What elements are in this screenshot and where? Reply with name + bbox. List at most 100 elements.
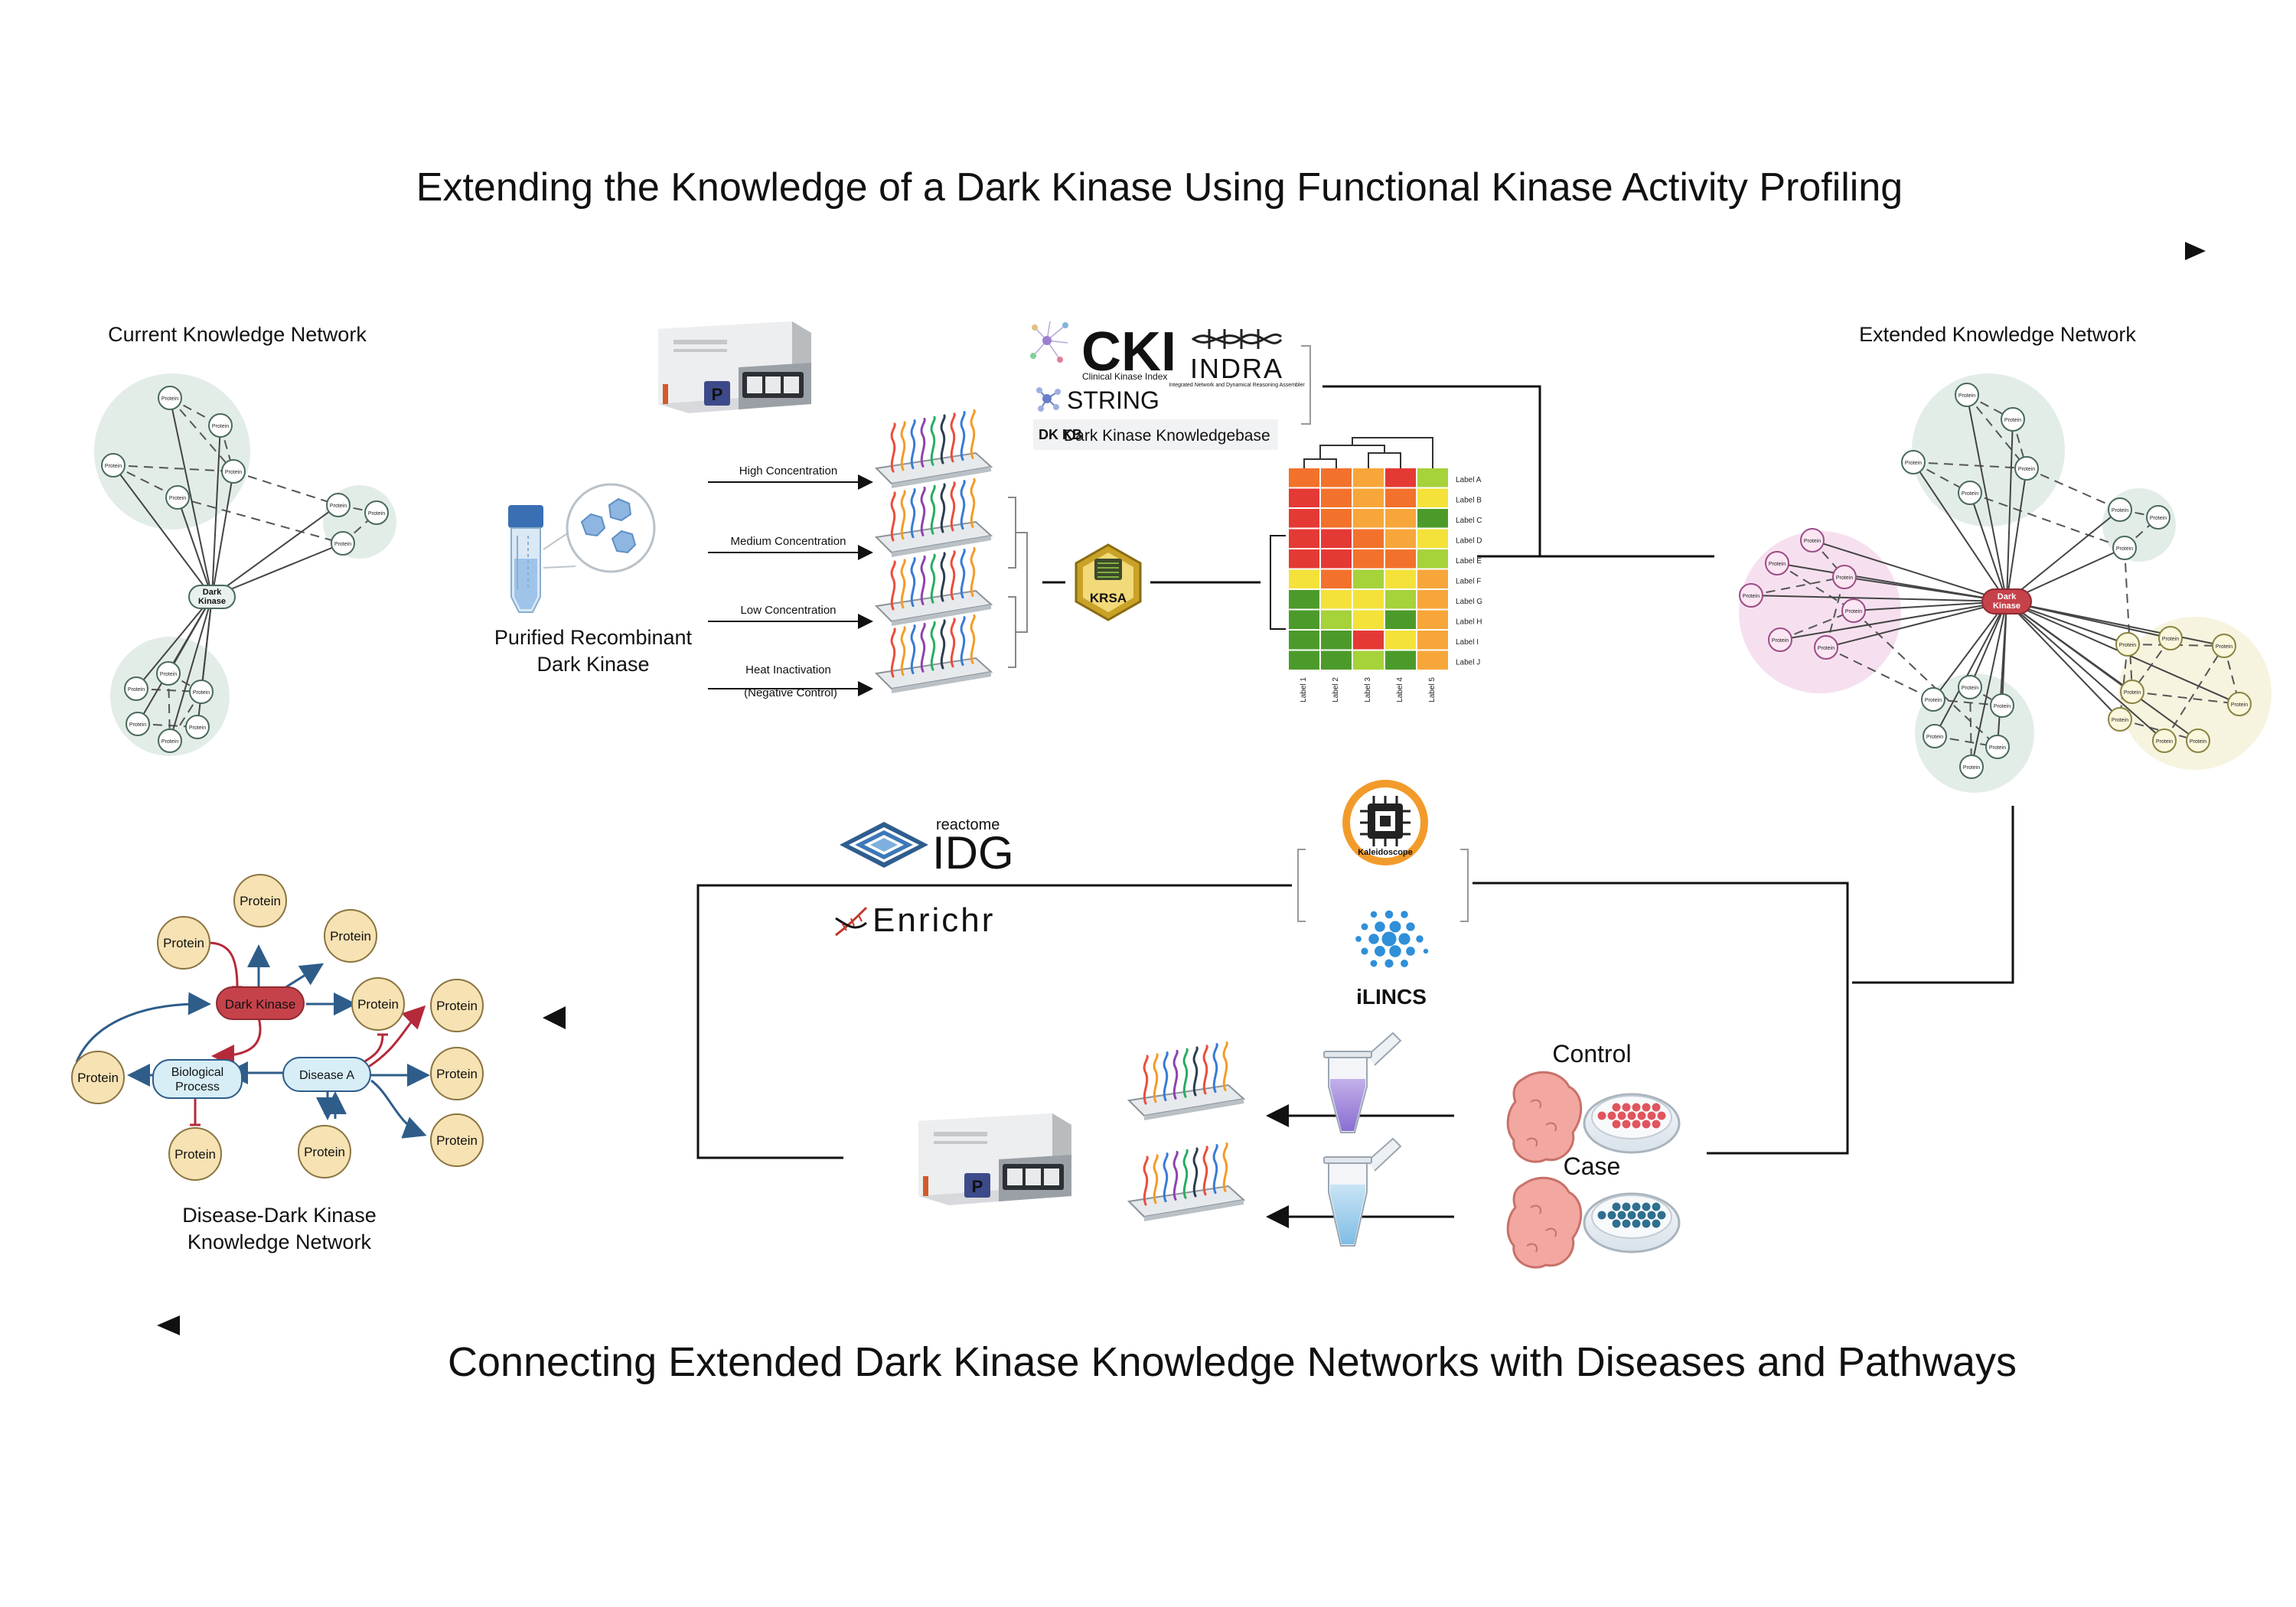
protein-node <box>221 459 246 484</box>
protein-node-label: Protein <box>193 690 210 696</box>
cell <box>1626 1110 1637 1121</box>
peptide-strand <box>1153 1154 1159 1204</box>
network-dashed-edge <box>2131 691 2240 705</box>
cell <box>1621 1119 1632 1129</box>
cell <box>1611 1119 1622 1129</box>
ilincs-logo: iLINCS <box>1355 910 1429 1009</box>
protein-node-label: Protein <box>160 672 177 677</box>
heatmap-cell <box>1321 631 1352 650</box>
network-dashed-edge <box>1969 686 1972 768</box>
network-edge <box>1853 601 2007 611</box>
instrument-top-badge: P <box>712 385 723 404</box>
cell <box>1656 1210 1667 1221</box>
heatmap-row-label: Label D <box>1456 537 1482 546</box>
disease-network-protein-label: Protein <box>330 929 371 944</box>
protein-node-label: Protein <box>2150 516 2167 521</box>
protein-node <box>124 676 148 701</box>
control-petri-dish <box>1583 1093 1681 1154</box>
heatmap-cell <box>1417 488 1448 507</box>
peptide-strand <box>930 621 936 671</box>
network-dashed-edge <box>168 673 171 742</box>
cell <box>1651 1218 1662 1229</box>
protein-node-label: Protein <box>1989 745 2006 751</box>
network-dashed-edge <box>2119 644 2128 720</box>
protein-node-label: Protein <box>212 424 229 429</box>
heatmap-cell <box>1417 650 1448 670</box>
heatmap-cell <box>1385 590 1416 609</box>
disease-network-protein <box>324 909 377 963</box>
peptide-strand <box>1153 1053 1159 1103</box>
ilincs-dot <box>1398 933 1411 945</box>
peptide-strand <box>1222 1142 1228 1192</box>
protein-node-label: Protein <box>105 464 122 469</box>
protein-node-label: Protein <box>169 496 186 501</box>
condition-label: Medium Concentration <box>731 535 846 548</box>
ilincs-dot <box>1368 934 1379 944</box>
peptide-strand <box>940 483 946 533</box>
cell <box>1641 1218 1652 1229</box>
peptide-strand <box>890 627 896 678</box>
protein-node-label: Protein <box>1804 539 1821 544</box>
cell <box>1656 1110 1667 1121</box>
protein-node <box>2108 707 2132 732</box>
peptide-strand <box>920 555 926 605</box>
peptide-strand <box>900 421 906 471</box>
network-edge <box>1932 601 2007 700</box>
protein-node-label: Protein <box>161 739 178 745</box>
peptide-strand <box>960 480 966 530</box>
protein-node-label: Protein <box>129 722 146 728</box>
protein-node <box>1985 735 2010 759</box>
peptide-chip <box>874 409 993 488</box>
heatmap-cell <box>1385 631 1416 650</box>
dkkb-logo: DK KB Dark Kinase Knowledgebase <box>1033 419 1278 450</box>
indra-subtext: Integrated Network and Dynamical Reasoni… <box>1169 383 1305 388</box>
cell <box>1641 1201 1652 1212</box>
dark-kinase-hub <box>1981 588 2032 614</box>
protein-node <box>1800 528 1825 553</box>
network-edge <box>1750 595 2007 602</box>
heatmap-dendrogram <box>1303 458 1337 468</box>
protein-node-label: Protein <box>225 470 242 475</box>
cell <box>1596 1110 1607 1121</box>
protein-node-label: Protein <box>1962 686 1978 691</box>
heatmap-cell <box>1321 590 1352 609</box>
protein-node-label: Protein <box>2216 644 2232 650</box>
heatmap-cell <box>1353 610 1384 629</box>
heatmap-cell <box>1353 488 1384 507</box>
heatmap-cell <box>1417 569 1448 588</box>
peptide-strand <box>930 484 936 535</box>
protein-node <box>2108 497 2132 522</box>
network-edge <box>2006 601 2165 742</box>
kaleido-bracket-right <box>1460 849 1469 922</box>
protein-node <box>1841 598 1866 623</box>
string-text: STRING <box>1067 386 1159 414</box>
network-dashed-edge <box>2164 645 2225 742</box>
ilincs-dot <box>1370 960 1378 967</box>
disease-network-protein-label: Protein <box>357 997 399 1012</box>
cki-logo: CKI Clinical Kinase Index <box>1030 321 1176 383</box>
heatmap-cell <box>1289 488 1319 507</box>
protein-node-label: Protein <box>2162 637 2179 642</box>
protein-node-label: Protein <box>2018 467 2035 472</box>
ilincs-dot <box>1389 921 1401 933</box>
heatmap-row-label: Label H <box>1456 618 1482 627</box>
protein-node-label: Protein <box>2112 508 2128 513</box>
heatmap-cell <box>1321 569 1352 588</box>
protein-node-label: Protein <box>2231 702 2248 708</box>
heatmap-cell <box>1321 509 1352 528</box>
heatmap-cell <box>1289 529 1319 548</box>
protein-node <box>101 453 126 478</box>
network-dashed-edge <box>1913 461 2027 469</box>
network-edge <box>1812 539 2007 602</box>
heatmap-cell <box>1385 509 1416 528</box>
peptide-strand <box>930 553 936 604</box>
cell <box>1626 1210 1637 1221</box>
protein-node <box>1814 635 1838 660</box>
peptide-strand <box>1172 1049 1179 1100</box>
peptide-strand <box>940 414 946 464</box>
kaleidoscope-logo: Kaleidoscope <box>1342 780 1428 865</box>
bottom-title: Connecting Extended Dark Kinase Knowledg… <box>448 1339 2017 1385</box>
condition-label: Heat Inactivation <box>745 663 831 676</box>
protein-node <box>2227 692 2252 716</box>
heatmap-cell <box>1385 468 1416 487</box>
